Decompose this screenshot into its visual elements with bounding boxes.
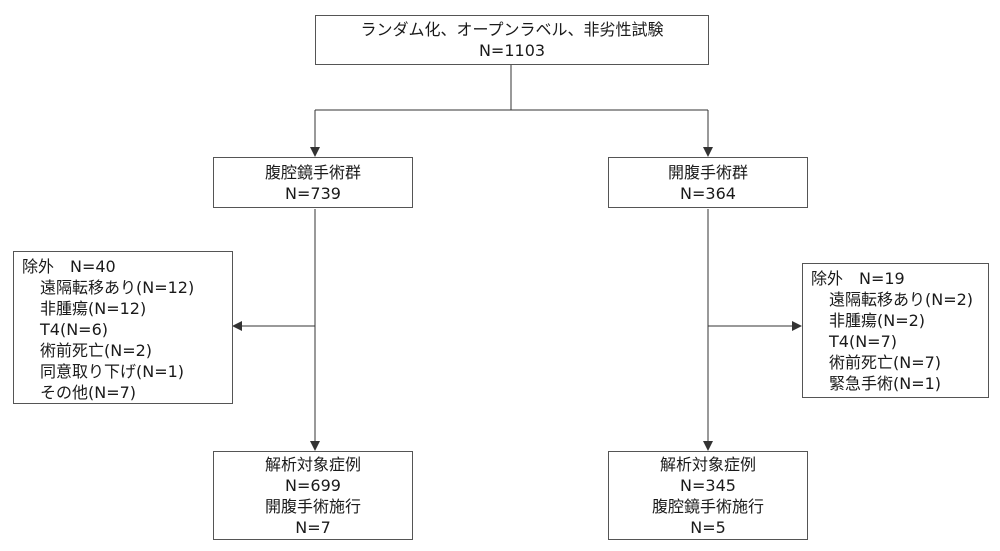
lap-exclusion-item: その他(N=7) bbox=[40, 383, 137, 402]
lap-group-title: 腹腔鏡手術群 bbox=[264, 162, 361, 182]
open-exclusion-header: 除外 N=19 bbox=[811, 269, 905, 288]
lap-exclusion-header: 除外 N=40 bbox=[22, 257, 116, 276]
open-exclusion-box: 除外 N=19 遠隔転移あり(N=2) 非腫瘍(N=2) T4(N=7) 術前死… bbox=[802, 263, 989, 398]
open-exclusion-item: T4(N=7) bbox=[829, 332, 897, 351]
lap-conversion-label: 開腹手術施行 bbox=[264, 496, 361, 516]
open-group-box: 開腹手術群 N=364 bbox=[608, 157, 808, 208]
open-conversion-label: 腹腔鏡手術施行 bbox=[651, 496, 764, 516]
randomization-title: ランダム化、オープンラベル、非劣性試験 bbox=[360, 20, 664, 39]
open-conversion-n: N=5 bbox=[690, 517, 726, 537]
lap-analysis-title: 解析対象症例 bbox=[264, 454, 361, 474]
open-analysis-n: N=345 bbox=[680, 475, 736, 495]
lap-conversion-n: N=7 bbox=[295, 517, 331, 537]
open-group-title: 開腹手術群 bbox=[667, 162, 748, 182]
lap-analysis-box: 解析対象症例 N=699 開腹手術施行 N=7 bbox=[213, 451, 413, 540]
open-analysis-box: 解析対象症例 N=345 腹腔鏡手術施行 N=5 bbox=[608, 451, 808, 540]
open-exclusion-item: 遠隔転移あり(N=2) bbox=[829, 290, 974, 309]
lap-group-box: 腹腔鏡手術群 N=739 bbox=[213, 157, 413, 208]
open-exclusion-item: 緊急手術(N=1) bbox=[829, 374, 942, 393]
lap-exclusion-item: T4(N=6) bbox=[40, 320, 108, 339]
open-exclusion-item: 非腫瘍(N=2) bbox=[829, 311, 926, 330]
randomization-box: ランダム化、オープンラベル、非劣性試験 N=1103 bbox=[315, 15, 709, 65]
randomization-n: N=1103 bbox=[478, 41, 546, 60]
open-group-n: N=364 bbox=[680, 183, 736, 203]
lap-exclusion-box: 除外 N=40 遠隔転移あり(N=12) 非腫瘍(N=12) T4(N=6) 術… bbox=[13, 251, 233, 404]
lap-exclusion-item: 同意取り下げ(N=1) bbox=[40, 362, 185, 381]
open-analysis-title: 解析対象症例 bbox=[659, 454, 756, 474]
lap-group-n: N=739 bbox=[285, 183, 341, 203]
lap-exclusion-item: 非腫瘍(N=12) bbox=[40, 299, 147, 318]
lap-analysis-n: N=699 bbox=[285, 475, 341, 495]
lap-exclusion-item: 遠隔転移あり(N=12) bbox=[40, 278, 195, 297]
open-exclusion-item: 術前死亡(N=7) bbox=[829, 353, 942, 372]
lap-exclusion-item: 術前死亡(N=2) bbox=[40, 341, 153, 360]
